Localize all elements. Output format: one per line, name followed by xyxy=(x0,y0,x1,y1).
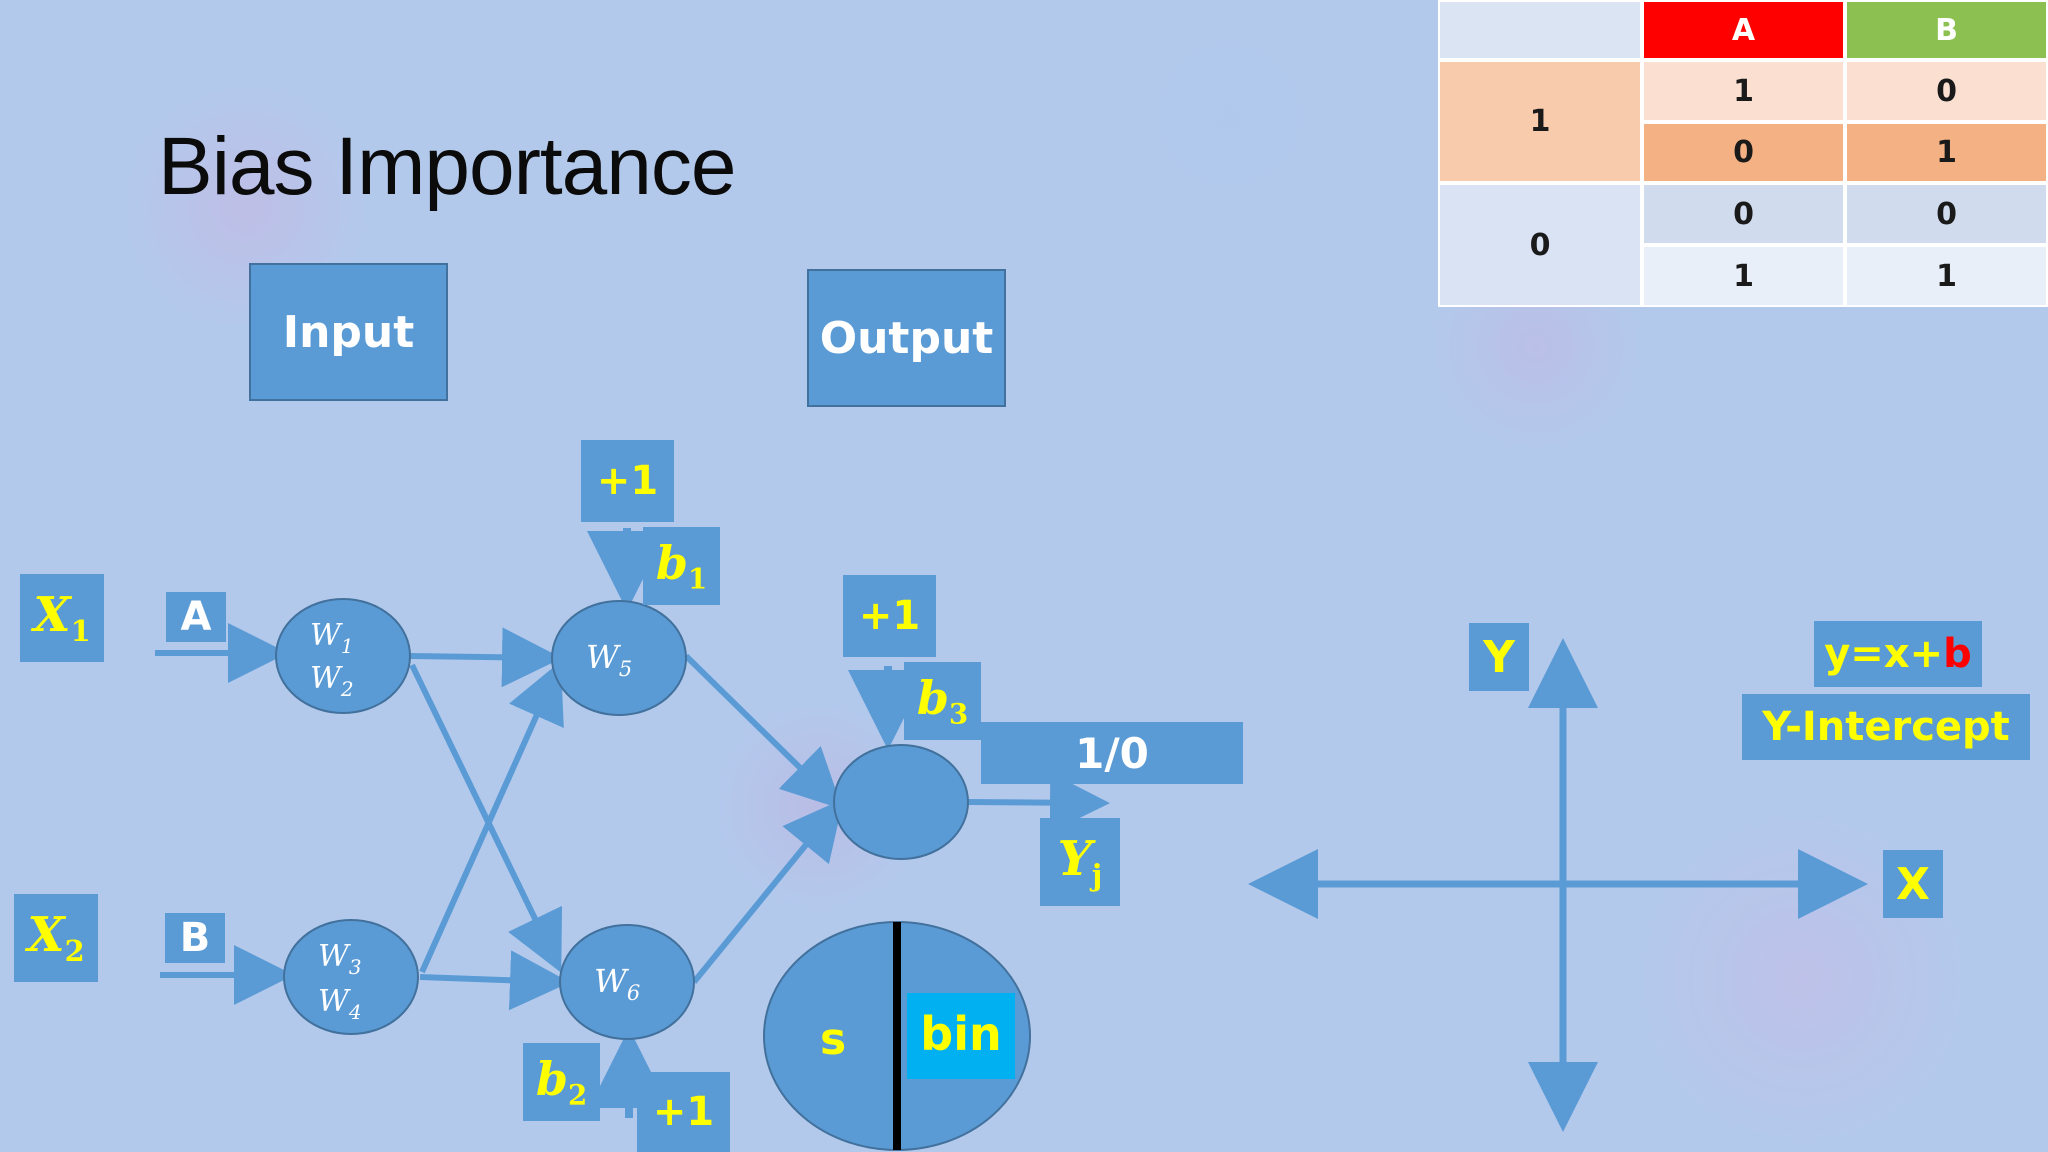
yj-label: Yj xyxy=(1057,831,1103,893)
intercept-box: Y-Intercept xyxy=(1742,694,2030,760)
table-group-0-label: 0 xyxy=(1438,183,1642,307)
table-cell: 0 xyxy=(1845,183,2048,245)
bin-label: bin xyxy=(920,1007,1002,1061)
arrow-out-to-yj xyxy=(967,772,1110,833)
output-value-box: 1/0 xyxy=(981,722,1243,784)
output-label: Output xyxy=(819,312,994,364)
b2-box: b2 xyxy=(523,1043,600,1121)
input-label: Input xyxy=(282,306,415,358)
b1-label: b1 xyxy=(655,536,708,596)
arrow-w6-to-out xyxy=(691,798,844,984)
input-box: Input xyxy=(249,263,448,401)
arrow-w34-to-w6 xyxy=(419,950,570,1011)
bin-box xyxy=(907,993,1015,1079)
table-cell: 1 xyxy=(1845,245,2048,307)
node-w1-w2 xyxy=(275,598,411,714)
b-box: B xyxy=(165,913,225,963)
plus-one-mid: +1 xyxy=(858,593,921,639)
page-title: Bias Importance xyxy=(158,121,736,212)
y-axis-label: Y xyxy=(1483,631,1515,683)
bias-input-bottom: +1 xyxy=(637,1072,730,1152)
x-axis-label-box: X xyxy=(1883,850,1943,918)
table-header-a: A xyxy=(1642,0,1845,60)
table-cell: 0 xyxy=(1845,60,2048,122)
w1-label: W1 xyxy=(310,618,354,658)
yj-box: Yj xyxy=(1040,818,1120,906)
b-label: B xyxy=(179,915,211,961)
table-cell: 0 xyxy=(1642,183,1845,245)
table-cell: 1 xyxy=(1845,122,2048,183)
arrow-w34-to-w5 xyxy=(419,661,564,974)
table-cell: 1 xyxy=(1642,245,1845,307)
node-w6 xyxy=(559,924,695,1040)
table-cell: 1 xyxy=(1642,60,1845,122)
w4-label: W4 xyxy=(318,984,362,1024)
x1-label: X1 xyxy=(33,587,91,649)
output-value-label: 1/0 xyxy=(1075,728,1149,778)
node-w3-w4 xyxy=(283,919,419,1035)
arrow-w5-to-out xyxy=(683,653,843,810)
w5-label: W5 xyxy=(586,638,632,681)
x2-label: X2 xyxy=(27,907,85,969)
equation-label: y=x+b xyxy=(1824,631,1972,677)
bias-input-top: +1 xyxy=(581,440,674,522)
b1-box: b1 xyxy=(643,527,720,605)
node-w5 xyxy=(551,600,687,716)
b2-label: b2 xyxy=(535,1052,588,1112)
x2-box: X2 xyxy=(14,894,98,982)
table-cell: 0 xyxy=(1642,122,1845,183)
b3-label: b3 xyxy=(916,671,969,731)
s-label: s xyxy=(820,1014,847,1065)
equation-box: y=x+b xyxy=(1814,621,1982,687)
table-group-1-label: 1 xyxy=(1438,60,1642,183)
w6-label: W6 xyxy=(594,962,640,1005)
b3-box: b3 xyxy=(904,662,981,740)
intercept-label: Y-Intercept xyxy=(1762,704,2010,750)
node-output xyxy=(833,744,969,860)
plus-one-bottom: +1 xyxy=(652,1089,715,1135)
output-box: Output xyxy=(807,269,1006,407)
w3-label: W3 xyxy=(318,939,362,979)
bias-input-mid: +1 xyxy=(843,575,936,657)
arrow-w12-to-w6 xyxy=(409,663,563,973)
truth-table: A B 1 1 0 0 1 0 0 0 1 1 xyxy=(1438,0,2048,308)
a-box: A xyxy=(166,592,226,642)
y-axis-label-box: Y xyxy=(1469,623,1529,691)
table-corner xyxy=(1438,0,1642,60)
table-header-b: B xyxy=(1845,0,2048,60)
arrow-w12-to-w5 xyxy=(409,627,562,688)
x-axis-label: X xyxy=(1896,858,1930,910)
x1-box: X1 xyxy=(20,574,104,662)
a-label: A xyxy=(180,594,212,640)
w2-label: W2 xyxy=(310,661,354,701)
plus-one-top: +1 xyxy=(596,458,659,504)
